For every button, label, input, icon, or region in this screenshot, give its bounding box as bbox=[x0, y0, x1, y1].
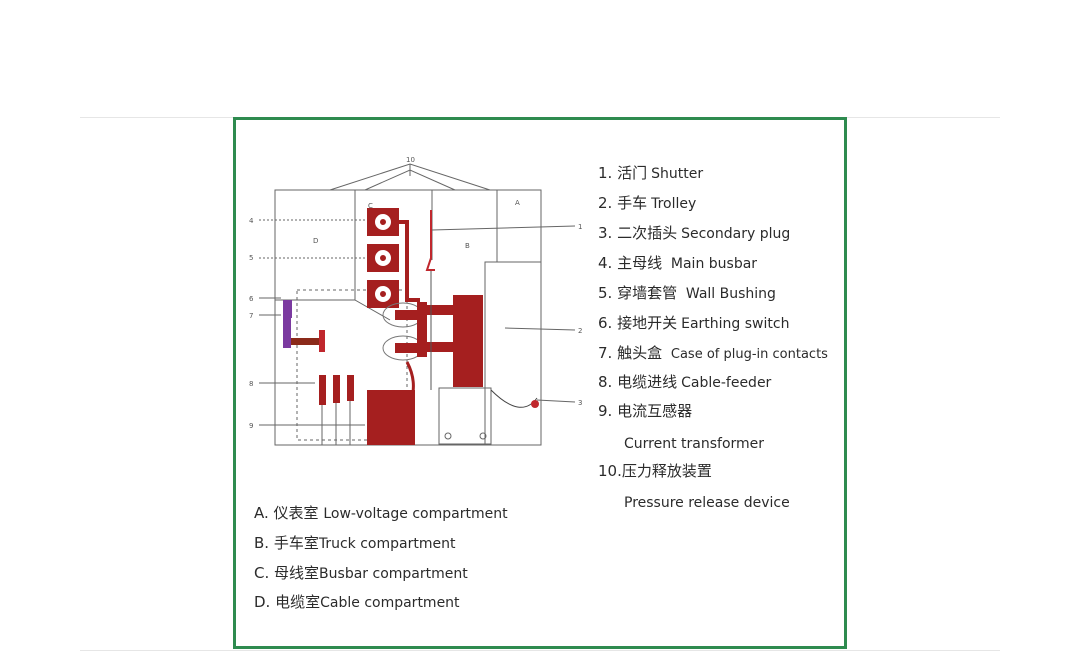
legend-item-7: 7. 触头盒 Case of plug-in contacts bbox=[598, 344, 828, 362]
legend-item-9: 9. 电流互感器 bbox=[598, 402, 693, 420]
compartment-item-a: A. 仪表室 Low-voltage compartment bbox=[254, 504, 508, 522]
legend-item-10-english: Pressure release device bbox=[624, 495, 790, 511]
svg-text:1: 1 bbox=[578, 223, 582, 231]
compartment-legend: A. 仪表室 Low-voltage compartment B. 手车室Tru… bbox=[254, 500, 584, 620]
legend-item-5: 5. 穿墙套管 Wall Bushing bbox=[598, 284, 776, 302]
compartment-item-d: D. 电缆室Cable compartment bbox=[254, 593, 460, 611]
svg-text:C: C bbox=[368, 202, 373, 210]
current-transformer bbox=[367, 390, 415, 445]
main-busbar-group bbox=[367, 208, 420, 308]
earthing-switch bbox=[283, 300, 291, 348]
svg-text:5: 5 bbox=[249, 254, 253, 262]
svg-text:3: 3 bbox=[578, 399, 582, 407]
bottom-divider bbox=[80, 650, 1000, 651]
svg-text:10: 10 bbox=[406, 156, 415, 164]
svg-text:A: A bbox=[515, 199, 520, 207]
svg-text:9: 9 bbox=[249, 422, 253, 430]
legend-item-9-english: Current transformer bbox=[624, 436, 765, 452]
compartment-item-b: B. 手车室Truck compartment bbox=[254, 534, 456, 552]
svg-text:B: B bbox=[465, 242, 470, 250]
svg-text:8: 8 bbox=[249, 380, 253, 388]
svg-text:7: 7 bbox=[249, 312, 253, 320]
cable-feeders bbox=[319, 375, 354, 405]
svg-text:6: 6 bbox=[249, 295, 254, 303]
svg-text:4: 4 bbox=[249, 217, 254, 225]
legend-item-4: 4. 主母线 Main busbar bbox=[598, 254, 758, 272]
compartment-item-c: C. 母线室Busbar compartment bbox=[254, 564, 468, 582]
trolley-breaker bbox=[417, 295, 483, 387]
svg-text:D: D bbox=[313, 237, 318, 245]
switchgear-diagram: 10 4 5 6 7 8 9 1 2 3 A B C D bbox=[249, 156, 582, 446]
legend-item-10: 10.压力释放装置 bbox=[598, 462, 712, 480]
svg-text:2: 2 bbox=[578, 327, 582, 335]
